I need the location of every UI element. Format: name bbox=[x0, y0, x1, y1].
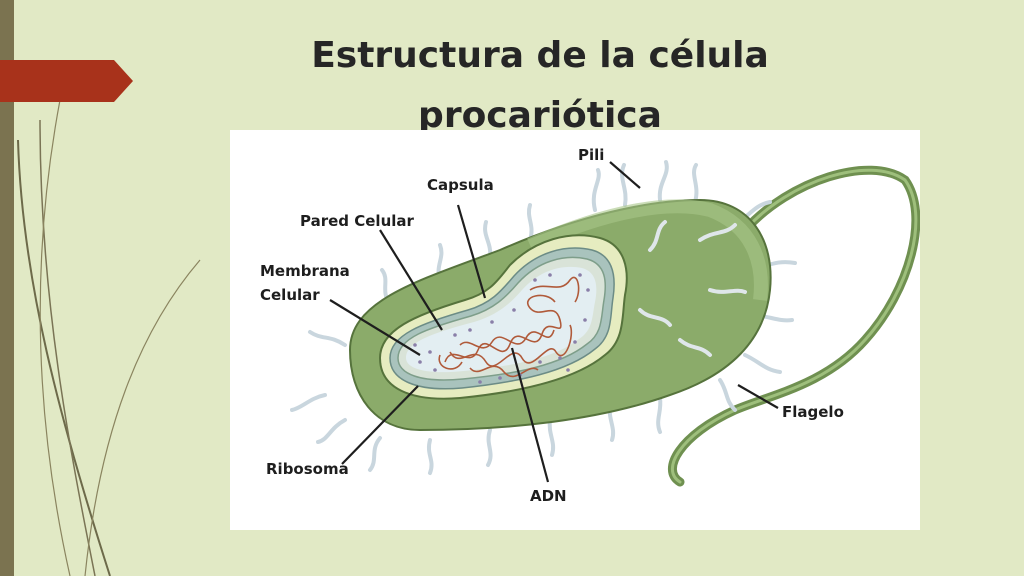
label-capsula: Capsula bbox=[427, 176, 494, 194]
diagram-panel: Pili Capsula Pared Celular Membrana Celu… bbox=[230, 130, 920, 530]
ribosomes bbox=[413, 273, 590, 384]
label-membrana: Membrana bbox=[260, 262, 350, 280]
slide-title: Estructura de la célula procariótica bbox=[311, 35, 769, 136]
cytoplasm bbox=[406, 266, 597, 373]
label-celular: Celular bbox=[260, 286, 320, 304]
leader-lines bbox=[329, 161, 779, 483]
dna-nucleoid bbox=[438, 276, 580, 378]
label-adn: ADN bbox=[530, 487, 567, 505]
label-pili: Pili bbox=[578, 146, 604, 164]
decorative-curves bbox=[17, 99, 201, 576]
left-side-bar bbox=[0, 0, 14, 576]
label-ribosoma: Ribosoma bbox=[266, 460, 349, 478]
label-flagelo: Flagelo bbox=[782, 403, 844, 421]
prokaryotic-cell-diagram: Pili Capsula Pared Celular Membrana Celu… bbox=[260, 146, 920, 505]
pili bbox=[290, 160, 797, 475]
accent-arrow-tab bbox=[0, 60, 133, 102]
label-pared-celular: Pared Celular bbox=[300, 212, 415, 230]
